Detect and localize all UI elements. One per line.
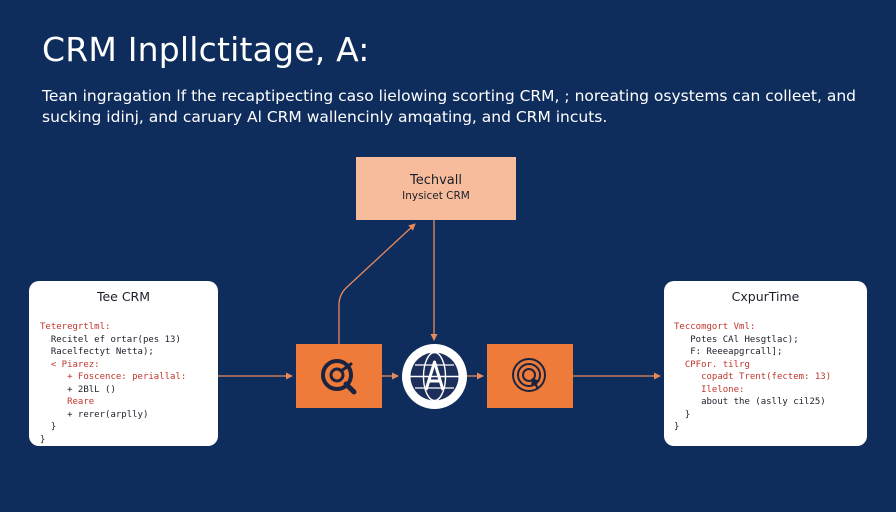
code-line: Ilelone: [674, 384, 745, 395]
top-node-subtitle: Inysicet CRM [402, 190, 470, 202]
code-line: Racelfectyt Netta); [40, 347, 154, 357]
description-line-2: sucking idinj, and caruary Al CRM wallen… [42, 108, 608, 126]
code-line: < Piarez: [40, 359, 100, 370]
code-line: Potes CAl Hesgtlac); [674, 334, 799, 345]
source-crm-card: Tee CRM Teteregrtlml: Recitel ef ortar(p… [29, 281, 218, 446]
top-node: Techvall Inysicet CRM [356, 157, 516, 220]
target-cursor-icon [512, 358, 546, 392]
ai-engine-node [402, 344, 467, 409]
code-line: + 2BlL () [40, 384, 116, 395]
code-line: Teccomgort Vml: [674, 322, 756, 332]
arrow-box-to-top-node [338, 223, 416, 344]
code-line: } [674, 409, 691, 420]
code-line: + Foscence: periallal: [40, 372, 187, 382]
search-node [296, 344, 382, 408]
code-line: F: Reeeapgrcall]; [674, 347, 783, 357]
code-line: + rerer(arplly) [40, 409, 149, 420]
source-crm-card-title: Tee CRM [96, 289, 151, 304]
page-title: CRM Inpllctitage, A: [42, 30, 370, 69]
code-line: } [40, 434, 46, 445]
code-line: } [674, 422, 680, 432]
output-code: Teccomgort Vml: Potes CAl Hesgtlac); F: … [674, 321, 831, 434]
magnifier-target-icon [321, 359, 357, 395]
code-line: copadt Trent(fectem: 13) [674, 372, 832, 382]
code-line: } [40, 422, 57, 432]
description-line-1: Tean ingragation lf the recaptipecting c… [42, 87, 856, 105]
code-line: Reare [40, 397, 95, 407]
output-card-title: CxpurTime [731, 289, 800, 304]
ai-globe-icon [410, 351, 459, 402]
code-line: Teteregrtlml: [40, 322, 111, 332]
code-line: CPFor. tilrg [674, 359, 750, 370]
page-description: Tean ingragation lf the recaptipecting c… [42, 86, 856, 128]
top-node-title: Techvall [410, 173, 462, 188]
output-card: CxpurTime Teccomgort Vml: Potes CAl Hesg… [664, 281, 867, 446]
code-line: Recitel ef ortar(pes 13) [40, 334, 181, 345]
target-node [487, 344, 573, 408]
code-line: about the (aslly cil25) [674, 397, 826, 407]
source-crm-code: Teteregrtlml: Recitel ef ortar(pes 13) R… [40, 321, 186, 446]
